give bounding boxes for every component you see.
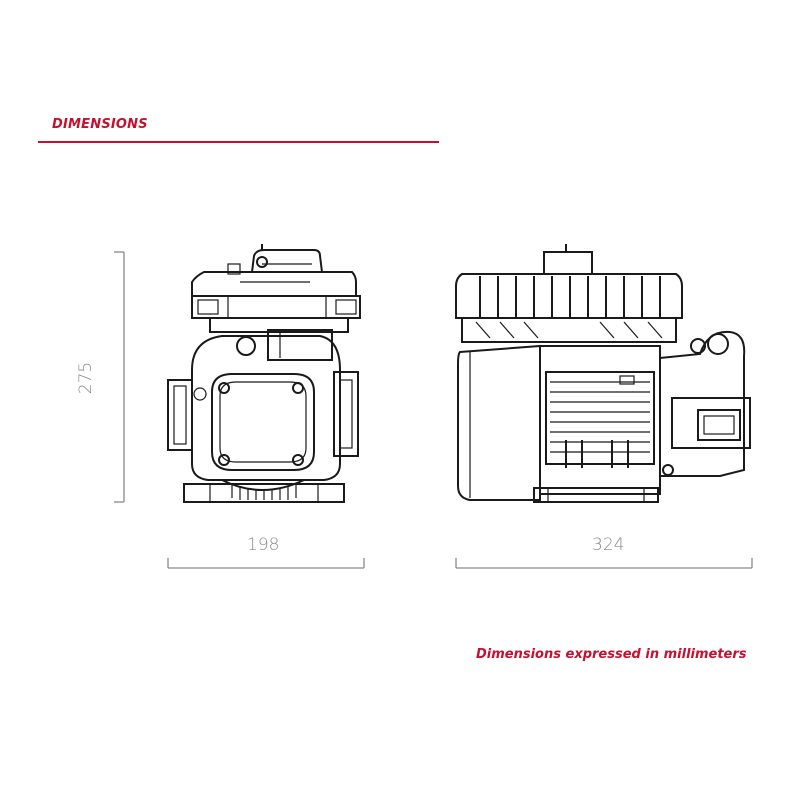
pump-side-view <box>455 244 751 503</box>
front-width-dimension-line <box>167 558 365 569</box>
height-dimension-line <box>114 251 125 503</box>
title-underline <box>38 141 439 143</box>
side-width-dimension-label: 324 <box>592 535 625 555</box>
side-width-dimension-line <box>455 558 753 569</box>
units-footnote: Dimensions expressed in millimeters <box>476 647 747 662</box>
section-title: DIMENSIONS <box>52 117 148 132</box>
height-dimension-label: 275 <box>76 361 97 395</box>
front-width-dimension-label: 198 <box>247 535 280 555</box>
pump-front-view <box>167 244 361 503</box>
